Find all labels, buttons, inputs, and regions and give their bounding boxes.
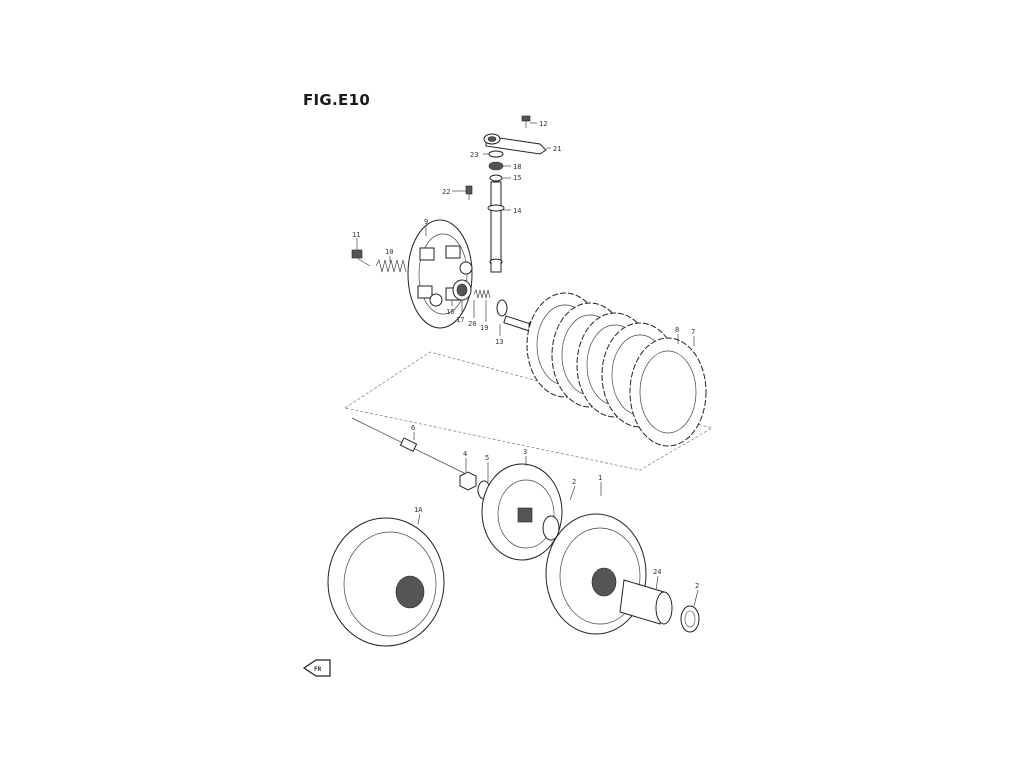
part-3-clutch-hub[interactable]: [481, 463, 563, 561]
label-12: 12: [539, 120, 547, 128]
label-16: 16: [446, 308, 454, 316]
front-direction-arrow-icon: FR: [302, 659, 331, 677]
part-15-oring[interactable]: [489, 174, 503, 182]
label-18: 18: [513, 163, 521, 171]
parts-7-8-clutch-plates[interactable]: [526, 292, 707, 447]
label-13: 13: [495, 338, 503, 346]
part-11-bolt[interactable]: [351, 249, 371, 267]
part-19-washer[interactable]: [496, 299, 508, 317]
label-15: 15: [513, 174, 521, 182]
part-24-sleeve[interactable]: [619, 579, 673, 625]
part-6-long-rod[interactable]: [351, 417, 471, 477]
label-2-lower: 2: [695, 582, 699, 590]
label-11: 11: [352, 231, 360, 239]
label-24: 24: [653, 568, 661, 576]
part-1-clutch-housing[interactable]: [545, 513, 647, 635]
label-19: 19: [480, 324, 488, 332]
label-21: 21: [553, 145, 561, 153]
label-7: 7: [691, 328, 695, 336]
direction-label: FR: [314, 666, 322, 673]
label-14: 14: [513, 207, 521, 215]
label-8: 8: [675, 326, 679, 334]
label-9: 9: [424, 218, 428, 226]
part-21-lever-arm[interactable]: [483, 133, 547, 155]
label-4: 4: [463, 450, 467, 458]
label-22: 22: [442, 188, 450, 196]
label-23: 23: [470, 151, 478, 159]
label-1A: 1A: [414, 506, 423, 514]
part-14-release-shaft[interactable]: [487, 181, 505, 273]
callout-labels: 12 21 23 18 15 22 14 9 11 10 16 17 20 19…: [352, 120, 699, 590]
label-17: 17: [456, 316, 464, 324]
clutch-pack-dashed-outline: [344, 351, 713, 471]
label-1: 1: [598, 474, 602, 482]
part-23-washer[interactable]: [488, 150, 504, 158]
label-3: 3: [523, 448, 527, 456]
figure-title: FIG.E10: [303, 91, 371, 109]
label-10: 10: [385, 248, 393, 256]
part-9-pressure-plate[interactable]: [407, 219, 473, 329]
label-2-upper: 2: [572, 478, 576, 486]
part-2-thrust-washer[interactable]: [542, 515, 560, 541]
part-10-spring[interactable]: [375, 258, 407, 273]
part-4-nut[interactable]: [459, 471, 477, 491]
leader-lines: [356, 122, 699, 607]
part-16-bearing[interactable]: [452, 279, 472, 301]
part-12-bolt[interactable]: [521, 115, 531, 128]
part-2-washer-bottom[interactable]: [680, 605, 700, 633]
label-6: 6: [411, 424, 415, 432]
label-5: 5: [485, 454, 489, 462]
part-22-screw[interactable]: [465, 185, 473, 200]
part-20-spring[interactable]: [473, 288, 491, 299]
label-20: 20: [468, 320, 476, 328]
part-18-seal[interactable]: [488, 161, 504, 171]
part-1A-clutch-housing-alt[interactable]: [327, 517, 445, 647]
